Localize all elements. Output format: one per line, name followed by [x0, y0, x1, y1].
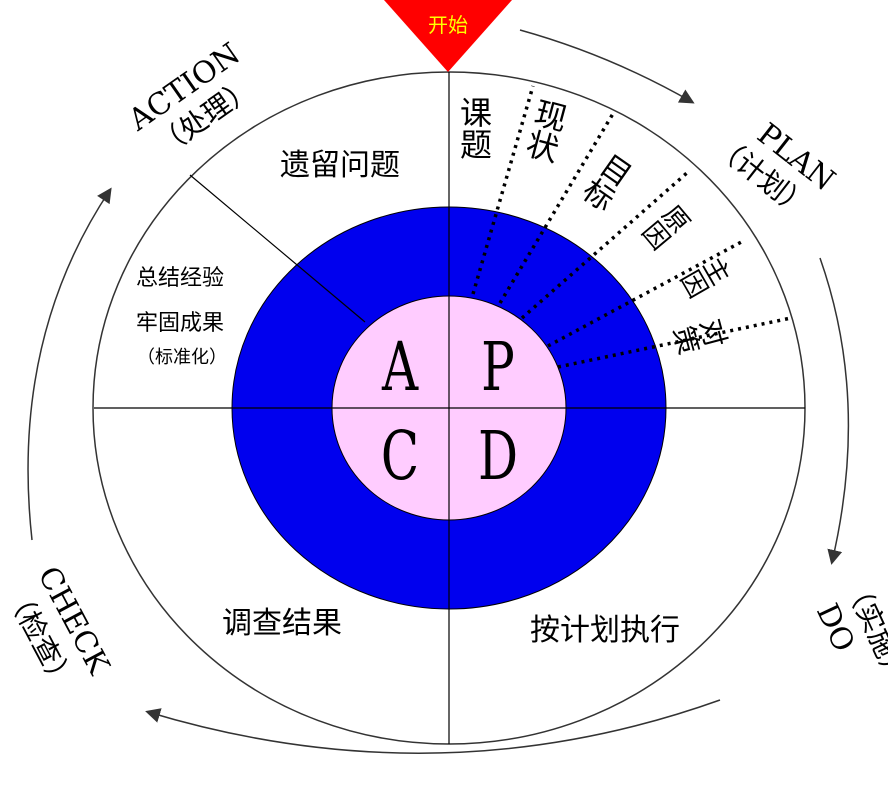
- start-label: 开始: [428, 13, 468, 37]
- letter-a: A: [381, 329, 419, 407]
- start-marker: [384, 0, 512, 72]
- action-divider: [189, 174, 366, 323]
- plan-step-dividers: [471, 85, 792, 369]
- summary-block: 总结经验 牢固成果 （标准化）: [136, 266, 227, 368]
- letter-p: P: [481, 329, 515, 407]
- step-topic: 课题: [455, 96, 493, 160]
- arrow-to-check: [145, 699, 721, 754]
- summary-line-2: 牢固成果: [136, 311, 224, 336]
- remaining-issues: 遗留问题: [280, 148, 400, 183]
- letter-c: C: [381, 418, 419, 496]
- arrow-to-action: [27, 187, 112, 541]
- letter-d: D: [478, 418, 518, 496]
- summary-line-1: 总结经验: [136, 266, 224, 291]
- center-letters: A P C D: [381, 329, 518, 497]
- summary-line-3: （标准化）: [137, 347, 227, 368]
- cycle-arrows: [27, 29, 850, 754]
- arrow-to-plan: [519, 29, 695, 104]
- arrow-to-do: [819, 257, 850, 565]
- execute-plan: 按计划执行: [530, 613, 680, 648]
- check-results: 调查结果: [222, 606, 342, 641]
